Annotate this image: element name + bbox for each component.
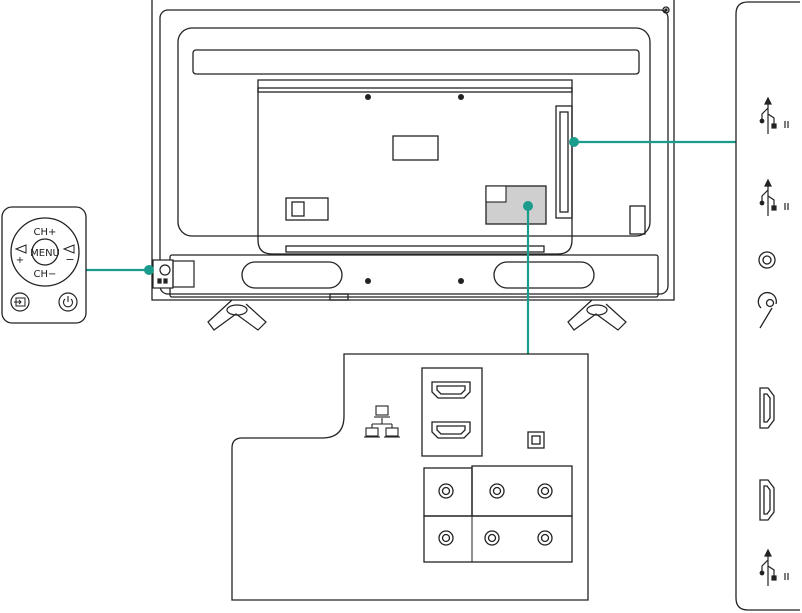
rear-connector-panel: [232, 354, 588, 600]
vol-minus-label: −: [65, 253, 74, 266]
side-control-block: [153, 260, 194, 288]
stand-foot-right: [568, 300, 626, 330]
ch-minus-label: CH−: [34, 269, 57, 280]
callout-lines: [86, 142, 738, 356]
side-connector-panel: [736, 2, 800, 610]
menu-label: MENU: [30, 248, 60, 259]
rear-connector-block: [486, 186, 546, 224]
side-button-panel: CH+ CH− MENU + −: [2, 207, 86, 323]
vol-plus-label: +: [16, 255, 24, 266]
tv-back-panel: [152, 0, 674, 300]
stand-foot-left: [208, 300, 266, 330]
ch-plus-label: CH+: [34, 227, 57, 238]
